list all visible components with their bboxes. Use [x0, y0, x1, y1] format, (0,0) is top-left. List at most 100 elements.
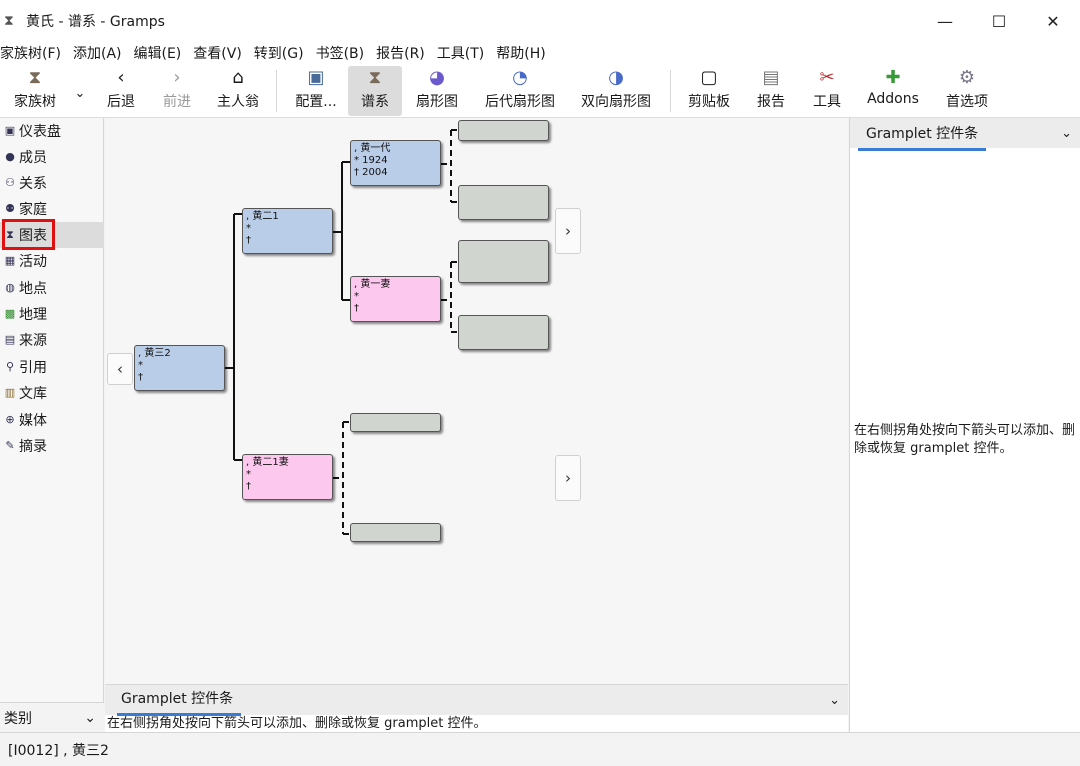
- connector-line: [225, 213, 242, 461]
- menu-bar: 家族树(F) 添加(A) 编辑(E) 查看(V) 转到(G) 书签(B) 报告(…: [0, 42, 1080, 64]
- pedigree-connectors: [225, 129, 458, 535]
- toolbar: ⧗ 家族树 ⌄ ‹ 后退 › 前进 ⌂ 主人翁 ▣ 配置... ⧗ 谱系 ◕ 扇…: [0, 64, 1080, 118]
- sidebar-item-places[interactable]: ◍ 地点: [0, 275, 104, 301]
- gear-icon: ⚙: [958, 67, 976, 88]
- pedigree-view-button[interactable]: ⧗ 谱系: [348, 66, 402, 116]
- close-button[interactable]: ✕: [1046, 11, 1060, 31]
- empty-person-box[interactable]: [458, 240, 549, 283]
- preferences-button[interactable]: ⚙ 首选项: [946, 67, 988, 110]
- maximize-button[interactable]: ☐: [991, 11, 1007, 31]
- status-text: [I0012] , 黄三2: [8, 742, 109, 759]
- sidebar-item-citations[interactable]: ⚲ 引用: [0, 354, 104, 380]
- sidebar-item-geography[interactable]: ▩ 地理: [4, 307, 47, 323]
- gramplet-tab[interactable]: Gramplet 控件条: [857, 123, 987, 151]
- menu-add[interactable]: 添加(A): [72, 46, 122, 62]
- chevron-right-icon: ›: [565, 469, 571, 487]
- sidebar-item-relationships[interactable]: ⚇ 关系: [0, 170, 104, 196]
- gramplet-tab[interactable]: Gramplet 控件条: [116, 688, 242, 716]
- status-bar: [I0012] , 黄三2: [0, 732, 1080, 766]
- menu-reports[interactable]: 报告(R): [376, 46, 425, 62]
- fan-chart-icon: ◕: [429, 67, 445, 88]
- right-gramplet-panel: Gramplet 控件条 ⌄ 在右侧拐角处按向下箭头可以添加、删除或恢复 gra…: [849, 118, 1080, 732]
- category-selector[interactable]: 类别 ⌄: [0, 702, 104, 732]
- configure-button[interactable]: ▣ 配置...: [295, 67, 337, 110]
- tools-icon: ✂: [819, 67, 835, 88]
- sources-icon: ▤: [4, 333, 16, 346]
- puzzle-icon: ✚: [885, 67, 901, 88]
- sidebar-item-media[interactable]: ⊕ 媒体: [0, 407, 104, 433]
- sidebar-item-events[interactable]: ▦ 活动: [4, 254, 47, 270]
- sidebar-item-repositories[interactable]: ▥ 文库: [4, 386, 47, 402]
- tools-button[interactable]: ✂ 工具: [813, 67, 841, 110]
- events-icon: ▦: [4, 254, 16, 267]
- chevron-right-icon: ›: [173, 67, 181, 88]
- person-box[interactable]: , 黄一妻 * †: [350, 276, 441, 322]
- toolbar-separator: [276, 70, 277, 112]
- pedigree-icon: ⧗: [368, 67, 382, 88]
- dashboard-icon: ▣: [4, 124, 16, 137]
- person-box[interactable]: , 黄二1 * †: [242, 208, 333, 254]
- scroll-left-button[interactable]: ‹: [107, 353, 133, 385]
- menu-edit[interactable]: 编辑(E): [133, 46, 182, 62]
- scroll-right-button[interactable]: ›: [555, 455, 581, 501]
- person-box[interactable]: , 黄一代 * 1924 † 2004: [350, 140, 441, 186]
- descendant-fan-button[interactable]: ◔ 后代扇形图: [485, 67, 555, 110]
- empty-person-box[interactable]: [458, 315, 549, 350]
- chevron-left-icon: ‹: [117, 67, 125, 88]
- minimize-button[interactable]: —: [937, 11, 953, 31]
- family-tree-dropdown[interactable]: ⌄: [70, 66, 90, 116]
- addons-button[interactable]: ✚ Addons: [867, 67, 919, 107]
- sidebar-item-sources[interactable]: ▤ 来源: [4, 333, 47, 349]
- menu-go[interactable]: 转到(G): [253, 46, 304, 62]
- notes-icon: ✎: [5, 439, 15, 452]
- reports-button[interactable]: ▤ 报告: [757, 67, 785, 110]
- family-tree-icon: ⧗: [28, 67, 42, 88]
- fan-chart-button[interactable]: ◕ 扇形图: [416, 67, 458, 110]
- menu-help[interactable]: 帮助(H): [496, 46, 546, 62]
- pedigree-chart: , 黄三2 * † , 黄二1 * † , 黄二1妻 * † , 黄一代 * 1…: [105, 118, 848, 684]
- repositories-icon: ▥: [4, 386, 16, 399]
- two-way-fan-button[interactable]: ◑ 双向扇形图: [581, 67, 651, 110]
- sidebar-item-families[interactable]: ⚉ 家庭: [0, 196, 104, 222]
- empty-person-box[interactable]: [350, 413, 441, 432]
- menu-view[interactable]: 查看(V): [193, 46, 242, 62]
- highlight-box: [2, 219, 55, 250]
- menu-tools[interactable]: 工具(T): [436, 46, 485, 62]
- empty-person-box[interactable]: [350, 523, 441, 542]
- chevron-down-icon[interactable]: ⌄: [829, 692, 840, 708]
- person-box[interactable]: , 黄三2 * †: [134, 345, 225, 391]
- sidebar-item-notes[interactable]: ✎ 摘录: [0, 433, 104, 459]
- chevron-down-icon: ⌄: [74, 86, 86, 101]
- empty-person-box[interactable]: [458, 120, 549, 141]
- window-controls: — ☐ ✕: [918, 0, 1080, 42]
- empty-person-box[interactable]: [458, 185, 549, 220]
- scroll-right-button[interactable]: ›: [555, 208, 581, 254]
- person-box[interactable]: , 黄二1妻 * †: [242, 454, 333, 500]
- connector-dashed: [441, 129, 458, 203]
- media-icon: ⊕: [5, 413, 15, 426]
- relationships-icon: ⚇: [5, 176, 15, 189]
- back-button[interactable]: ‹ 后退: [107, 67, 135, 110]
- sidebar-item-charts[interactable]: ⧗ 图表: [0, 219, 104, 250]
- home-icon: ⌂: [232, 67, 244, 88]
- forward-button[interactable]: › 前进: [163, 67, 191, 110]
- sidebar-item-dashboard[interactable]: ▣ 仪表盘: [4, 124, 61, 140]
- clipboard-button[interactable]: ▢ 剪贴板: [688, 67, 730, 110]
- places-icon: ◍: [5, 281, 15, 294]
- home-button[interactable]: ⌂ 主人翁: [217, 67, 259, 110]
- chart-icon: ⧗: [6, 228, 14, 241]
- family-tree-button[interactable]: ⧗ 家族树: [14, 67, 56, 110]
- bottom-gramplet-tabrow: Gramplet 控件条 ⌄: [105, 685, 848, 716]
- geography-icon: ▩: [4, 307, 16, 320]
- connector-dashed: [333, 421, 350, 535]
- chevron-right-icon: ›: [565, 222, 571, 240]
- descendant-fan-icon: ◔: [512, 67, 528, 88]
- gramps-app-icon: ⧗: [4, 13, 14, 29]
- navigator-sidebar: ▣ 仪表盘 ● 成员 ⚇ 关系 ⚉ 家庭 ⧗ 图表 ▦ 活动 ◍ 地点 ▩ 地理…: [0, 118, 104, 732]
- sidebar-item-people[interactable]: ● 成员: [0, 144, 104, 170]
- toolbar-separator: [670, 70, 671, 112]
- two-way-fan-icon: ◑: [608, 67, 624, 88]
- chevron-down-icon[interactable]: ⌄: [1061, 125, 1072, 141]
- menu-bookmarks[interactable]: 书签(B): [315, 46, 365, 62]
- menu-family-tree[interactable]: 家族树(F): [0, 46, 61, 62]
